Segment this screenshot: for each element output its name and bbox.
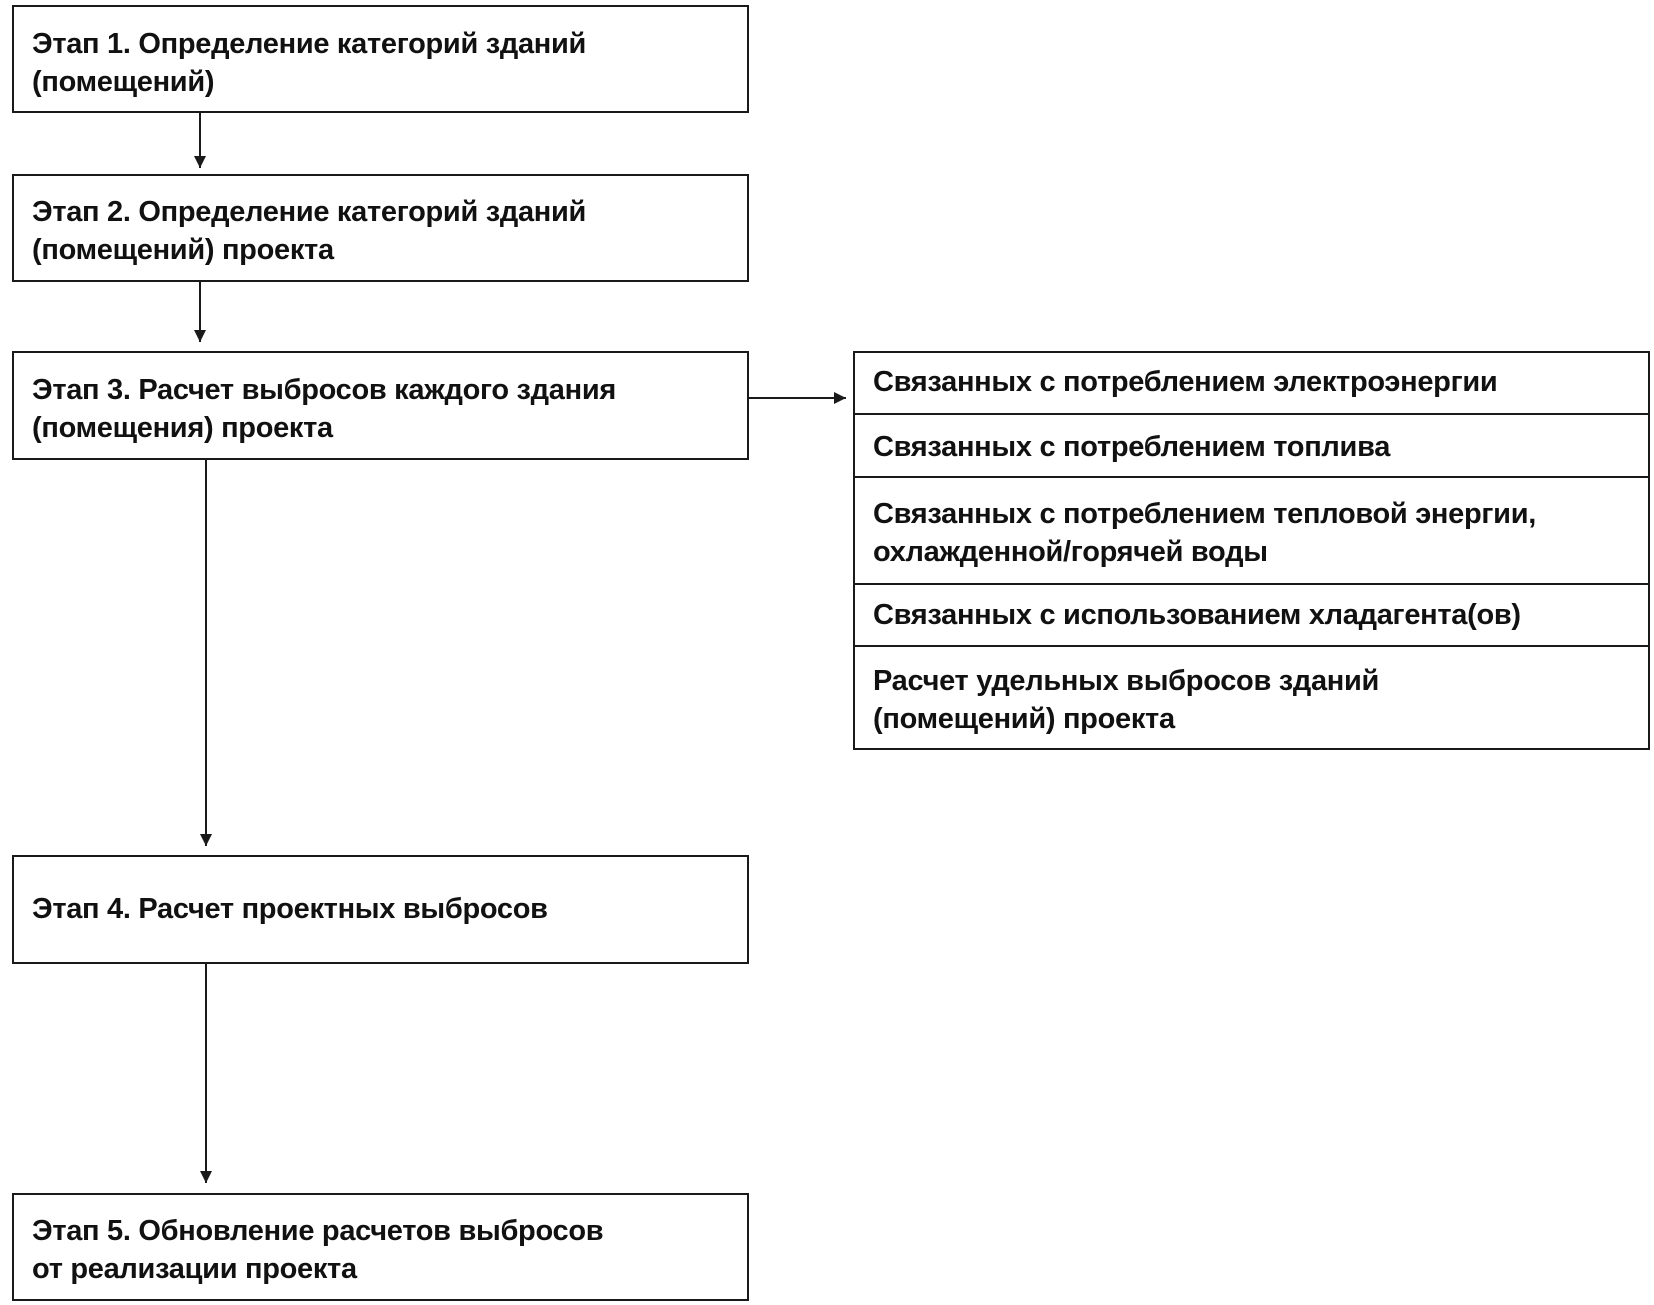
step-5-text: Этап 5. Обновление расчетов выбросов от …: [32, 1215, 604, 1285]
step-1-text: Этап 1. Определение категорий зданий (по…: [32, 28, 587, 98]
step-2-box: Этап 2. Определение категорий зданий (по…: [12, 174, 749, 282]
step-4-box: Этап 4. Расчет проектных выбросов: [12, 855, 749, 964]
breakdown-item-electricity: Связанных с потреблением электроэнергии: [855, 353, 1648, 415]
emissions-breakdown-panel: Связанных с потреблением электроэнергии …: [853, 351, 1650, 750]
breakdown-item-label: Связанных с использованием хладагента(ов…: [873, 599, 1521, 631]
step-3-box: Этап 3. Расчет выбросов каждого здания (…: [12, 351, 749, 460]
breakdown-item-refrigerant: Связанных с использованием хладагента(ов…: [855, 583, 1648, 646]
breakdown-item-label: Расчет удельных выбросов зданий (помещен…: [873, 665, 1380, 735]
breakdown-item-fuel: Связанных с потреблением топлива: [855, 413, 1648, 477]
step-1-box: Этап 1. Определение категорий зданий (по…: [12, 5, 749, 113]
step-3-text: Этап 3. Расчет выбросов каждого здания (…: [32, 374, 616, 444]
breakdown-item-label: Связанных с потреблением тепловой энерги…: [873, 498, 1536, 568]
step-4-text: Этап 4. Расчет проектных выбросов: [32, 893, 548, 925]
step-2-text: Этап 2. Определение категорий зданий (по…: [32, 196, 587, 266]
breakdown-item-heat-water: Связанных с потреблением тепловой энерги…: [855, 476, 1648, 584]
breakdown-item-label: Связанных с потреблением топлива: [873, 431, 1391, 463]
step-5-box: Этап 5. Обновление расчетов выбросов от …: [12, 1193, 749, 1301]
breakdown-item-label: Связанных с потреблением электроэнергии: [873, 366, 1498, 398]
breakdown-item-specific-emissions: Расчет удельных выбросов зданий (помещен…: [855, 645, 1648, 750]
